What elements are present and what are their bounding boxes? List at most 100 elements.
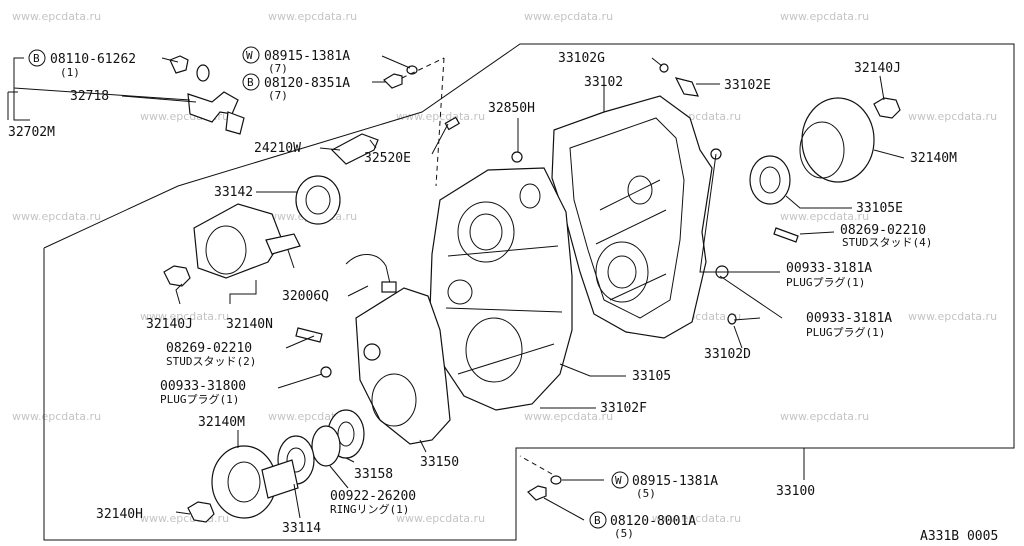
part-number-08110-61262[interactable]: 08110-61262 — [50, 52, 136, 67]
part-number-24210W[interactable]: 24210W — [254, 141, 301, 156]
watermark: www.epcdata.ru — [12, 410, 101, 423]
front-case-33105-drawing — [429, 167, 573, 411]
watermark: www.epcdata.ru — [268, 10, 357, 23]
nut-32140J-left-drawing — [163, 265, 191, 287]
cover-33150-drawing — [355, 287, 451, 445]
leader-lines — [7, 55, 905, 521]
part-description-ring: RINGリング(1) — [330, 502, 409, 516]
watermark: www.epcdata.ru — [12, 210, 101, 223]
marker-washer-2: W — [611, 471, 629, 489]
watermark: www.epcdata.ru — [908, 110, 997, 123]
part-number-33158[interactable]: 33158 — [354, 467, 393, 482]
part-number-32702M[interactable]: 32702M — [8, 125, 55, 140]
plug-00933-31800-drawing — [320, 366, 332, 378]
part-number-08269-02210-left[interactable]: 08269-02210 — [166, 341, 252, 356]
marker-bolt-2: B — [242, 73, 260, 91]
marker-bolt-3: B — [589, 511, 607, 529]
oil-seal-33105E-drawing — [749, 155, 791, 205]
speedometer-pinion-group — [169, 55, 245, 135]
part-number-33100[interactable]: 33100 — [776, 484, 815, 499]
watermark: www.epcdata.ru — [12, 10, 101, 23]
stud-08269-right-drawing — [773, 227, 799, 243]
marker-bolt-1: B — [28, 49, 46, 67]
watermark: www.epcdata.ru — [780, 10, 869, 23]
part-description-plug: PLUGプラグ(1) — [806, 325, 885, 339]
watermark: www.epcdata.ru — [140, 310, 229, 323]
part-number-32140J-right[interactable]: 32140J — [854, 61, 901, 76]
bracket-33102E-drawing — [674, 77, 699, 97]
part-number-08120-8001A[interactable]: 08120-8001A — [610, 514, 696, 529]
watermark: www.epcdata.ru — [780, 410, 869, 423]
watermark: www.epcdata.ru — [652, 512, 741, 525]
part-number-08120-8351A[interactable]: 08120-8351A — [264, 76, 350, 91]
bolt-08120-8351A-drawing — [383, 73, 403, 89]
nut-32140H-drawing — [187, 501, 215, 523]
part-description-stud: STUDスタッド(4) — [842, 236, 932, 249]
watermark: www.epcdata.ru — [908, 310, 997, 323]
part-number-32140H[interactable]: 32140H — [96, 507, 143, 522]
part-number-32006Q[interactable]: 32006Q — [282, 289, 329, 304]
svg-text:W: W — [615, 474, 622, 487]
part-number-00933-3181A-b[interactable]: 00933-3181A — [806, 311, 892, 326]
watermark: www.epcdata.ru — [524, 410, 613, 423]
part-number-33150[interactable]: 33150 — [420, 455, 459, 470]
part-number-33102D[interactable]: 33102D — [704, 347, 751, 362]
part-number-33105E[interactable]: 33105E — [856, 201, 903, 216]
svg-text:W: W — [246, 49, 253, 62]
rear-case-33102-drawing — [551, 95, 713, 339]
part-number-32718[interactable]: 32718 — [70, 89, 109, 104]
quantity-label: (5) — [614, 527, 634, 540]
clip-24210W-drawing — [331, 133, 379, 165]
quantity-label: (7) — [268, 89, 288, 102]
part-number-33102[interactable]: 33102 — [584, 75, 623, 90]
part-number-33105[interactable]: 33105 — [632, 369, 671, 384]
part-labels: 08110-61262 (1) 32718 32702M 08915-1381A… — [8, 49, 998, 544]
part-number-00933-31800[interactable]: 00933-31800 — [160, 379, 246, 394]
flange-32140M-right-drawing — [799, 97, 875, 183]
nut-32140J-right-drawing — [873, 97, 901, 119]
flange-32140N-drawing — [193, 203, 301, 279]
part-number-32140N[interactable]: 32140N — [226, 317, 273, 332]
svg-text:B: B — [594, 514, 601, 527]
part-number-00933-3181A-a[interactable]: 00933-3181A — [786, 261, 872, 276]
part-number-32140M-right[interactable]: 32140M — [910, 151, 957, 166]
pinion-gear-drawing — [225, 111, 245, 135]
watermark: www.epcdata.ru — [396, 512, 485, 525]
part-number-32520E[interactable]: 32520E — [364, 151, 411, 166]
case-bolt-washer-bottom — [519, 455, 562, 501]
part-number-32140J-left[interactable]: 32140J — [146, 317, 193, 332]
svg-text:B: B — [33, 52, 40, 65]
marker-washer-1: W — [242, 46, 260, 64]
part-number-32140M-left[interactable]: 32140M — [198, 415, 245, 430]
diagram-reference-id: A331B 0005 — [920, 529, 998, 544]
quantity-label: (7) — [268, 62, 288, 75]
part-number-33102G[interactable]: 33102G — [558, 51, 605, 66]
dowel-33102D-drawing — [727, 313, 737, 325]
part-number-08915-1381A-bottom[interactable]: 08915-1381A — [632, 474, 718, 489]
part-number-32850H[interactable]: 32850H — [488, 101, 535, 116]
part-description-stud: STUDスタッド(2) — [166, 355, 256, 368]
part-description-plug: PLUGプラグ(1) — [160, 392, 239, 406]
part-number-08269-02210-right[interactable]: 08269-02210 — [840, 223, 926, 238]
part-number-33114[interactable]: 33114 — [282, 521, 321, 536]
oil-seal-33142-drawing — [295, 175, 341, 225]
quantity-label: (1) — [60, 66, 80, 79]
part-number-33102E[interactable]: 33102E — [724, 78, 771, 93]
part-description-plug: PLUGプラグ(1) — [786, 275, 865, 289]
part-number-33102F[interactable]: 33102F — [600, 401, 647, 416]
part-number-00922-26200[interactable]: 00922-26200 — [330, 489, 416, 504]
quantity-label: (5) — [636, 487, 656, 500]
flange-32140M-left-drawing — [211, 445, 299, 519]
seal-32850H-drawing — [511, 151, 523, 163]
watermark: www.epcdata.ru — [780, 210, 869, 223]
stud-08269-left-drawing — [295, 327, 323, 343]
sensor-32006Q-drawing — [345, 254, 397, 293]
part-number-33142[interactable]: 33142 — [214, 185, 253, 200]
part-number-08915-1381A-top[interactable]: 08915-1381A — [264, 49, 350, 64]
svg-text:B: B — [247, 76, 254, 89]
watermark: www.epcdata.ru — [524, 10, 613, 23]
bolt-08110-61262-drawing — [169, 55, 189, 74]
watermark: www.epcdata.ru — [140, 512, 229, 525]
assembly-frame — [43, 43, 1015, 541]
